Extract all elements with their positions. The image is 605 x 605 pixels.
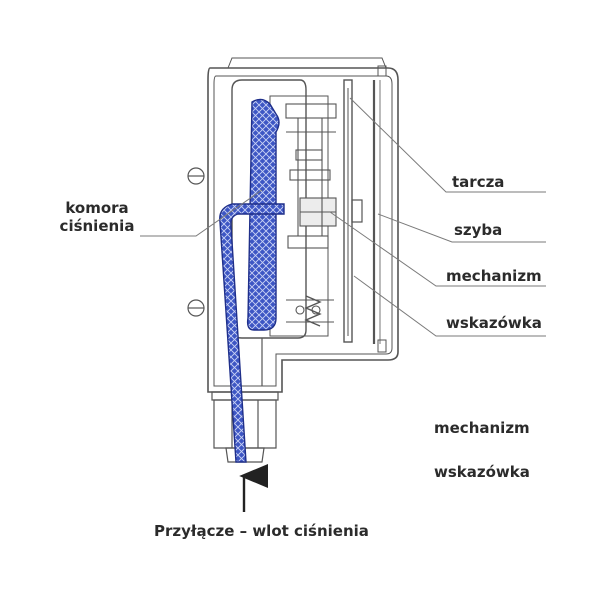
label-pointer: wskazówka (446, 314, 542, 332)
leader-mechanism (329, 211, 546, 287)
label-chamber-line2: ciśnienia (59, 217, 135, 235)
leader-chamber (140, 189, 263, 237)
inlet-fitting (211, 391, 279, 463)
pointer-hub (351, 199, 363, 223)
mechanism-drawing (285, 103, 337, 327)
dial-and-glass (343, 65, 387, 353)
label-pressure-chamber: komora ciśnienia (52, 199, 142, 235)
nozzle (225, 447, 265, 463)
bourdon-capsule (246, 98, 280, 331)
leader-glass (377, 213, 546, 243)
spring (304, 295, 322, 327)
leader-lines (140, 97, 546, 337)
label-mechanism: mechanizm (446, 267, 542, 285)
leader-pointer (353, 275, 546, 337)
label-inlet: Przyłącze – wlot ciśnienia (154, 522, 369, 540)
nut (213, 399, 277, 449)
housing-top-trim (227, 57, 387, 69)
legend-mechanism: mechanizm (434, 419, 530, 437)
spring-mount-top (295, 305, 305, 315)
housing-inner-outline (213, 75, 393, 387)
label-glass: szyba (454, 221, 503, 239)
side-screws (187, 167, 205, 317)
housing-outline (207, 67, 399, 393)
feed-tube (219, 203, 285, 463)
label-chamber-line1: komora (65, 199, 129, 217)
pressure-chamber (219, 98, 285, 463)
legend-pointer: wskazówka (434, 463, 530, 481)
leader-dial (349, 97, 546, 193)
label-dial: tarcza (452, 173, 505, 191)
mechanism-plate-top (285, 103, 337, 119)
